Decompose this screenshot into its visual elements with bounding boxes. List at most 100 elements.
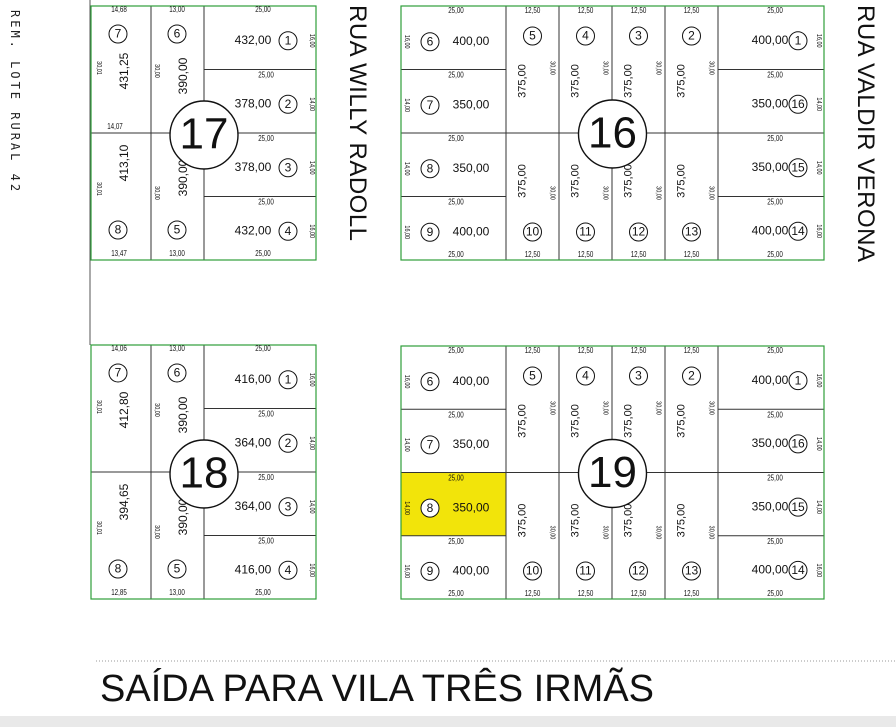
block-16-lot-side: 30,00 <box>548 61 556 75</box>
block-16-lot-side: 14,00 <box>815 97 823 111</box>
block-17-lot-side: 30,00 <box>153 186 161 200</box>
block-18-lot-area: 416,00 <box>235 372 272 386</box>
block-19-bottom-frontage: 25,00 <box>767 589 783 598</box>
block-19-lot-number: 11 <box>579 564 592 578</box>
rem-lote-rural-label: REM. LOTE RURAL 42 <box>8 10 22 195</box>
block-17-lot-number-circle <box>278 94 298 114</box>
block-18-lot-number-circle <box>108 363 128 383</box>
block-19-top-frontage: 25,00 <box>767 346 783 355</box>
block-16-lot-side: 30,00 <box>601 186 609 200</box>
block-16-lot-side: 30,00 <box>548 186 556 200</box>
block-18-lot-number-circle <box>278 560 298 580</box>
block-19-lot-area: 350,00 <box>453 500 490 514</box>
block-16-lot-area: 375,00 <box>622 164 634 198</box>
block-17-lot-area: 432,00 <box>235 223 272 237</box>
block-18-lot-number-circle <box>167 363 187 383</box>
block-19-lot-area: 350,00 <box>453 437 490 451</box>
block-16-lot-area: 375,00 <box>516 64 528 98</box>
block-19-lot-number: 6 <box>427 374 434 388</box>
block-16-lot-area: 400,00 <box>453 34 490 48</box>
block-16-lot-number: 4 <box>582 29 589 43</box>
block-17-top-frontage: 25,00 <box>255 5 271 14</box>
block-18-lot-area: 416,00 <box>235 562 272 576</box>
block-16-lot-number: 12 <box>632 225 646 239</box>
block-17-lot-number-circle <box>108 24 128 44</box>
block-19-lot-frontage: 25,00 <box>767 411 783 420</box>
block-16-lot-side: 30,00 <box>654 186 662 200</box>
block-16-lot-number-circle <box>788 221 808 241</box>
block-17-lot-number-circle <box>167 220 187 240</box>
block-16-lot-area: 350,00 <box>453 161 490 175</box>
block-16-bottom-frontage: 25,00 <box>767 250 783 259</box>
block-19-lot-side: 16,00 <box>815 374 823 388</box>
block-16-lot-number: 6 <box>427 34 434 48</box>
block-18-lot-number: 7 <box>115 366 122 380</box>
block-16-lot-number-circle <box>576 26 595 46</box>
block-19-lot-number: 16 <box>791 437 805 451</box>
block-19-lot-side: 14,00 <box>815 500 823 514</box>
block-19-bottom-frontage: 25,00 <box>448 589 464 598</box>
block-18-lot-number-circle <box>278 370 298 390</box>
block-17-lot-side: 16,00 <box>308 34 316 48</box>
block-16-lot-number-circle <box>420 95 440 115</box>
block-19-lot-side: 16,00 <box>403 375 411 389</box>
block-19-lot-side: 30,00 <box>654 401 662 415</box>
block-19-lot-area: 375,00 <box>622 504 634 538</box>
exit-label-vila-tres-irmas: SAÍDA PARA VILA TRÊS IRMÃS <box>100 668 655 710</box>
block-18-lot-area: 364,00 <box>235 499 272 513</box>
block-16-bottom-frontage: 12,50 <box>578 250 594 259</box>
block-18-lot-number-circle <box>278 433 298 453</box>
block-18-top-frontage: 14,06 <box>111 344 127 353</box>
block-16-top-frontage: 12,50 <box>631 6 647 15</box>
block-18-lot-number: 3 <box>285 499 292 513</box>
block-17-top-frontage: 14,68 <box>111 5 127 14</box>
block-16-lot-number-circle <box>788 31 808 51</box>
block-16-lot-number-circle <box>420 222 440 242</box>
block-18-lot-number: 6 <box>174 366 181 380</box>
block-16-border <box>400 5 825 261</box>
block-19-lot-number: 10 <box>526 564 540 578</box>
block-17-lot-number-circle <box>278 221 298 241</box>
block-19-lot-number: 15 <box>791 500 805 514</box>
block-16-lot-number-circle <box>629 222 648 242</box>
block-18-lot-area: 364,00 <box>235 435 272 449</box>
block-19-lot-number: 7 <box>427 438 434 452</box>
block-17-lot-frontage: 25,00 <box>258 71 274 80</box>
block-16-lot-area: 375,00 <box>675 64 687 98</box>
block-16-lot-frontage: 25,00 <box>767 71 783 80</box>
block-16-lot-number: 10 <box>526 225 540 239</box>
block-16-lot-number-circle <box>788 158 808 178</box>
block-19-lot-number-circle <box>629 366 648 386</box>
block-19-lot-number-circle <box>523 561 542 581</box>
block-18-lot-side: 30,01 <box>95 521 103 535</box>
block-19-border <box>400 345 825 600</box>
block-17-lot-area: 378,00 <box>235 96 272 110</box>
block-16-top-frontage: 12,50 <box>578 6 594 15</box>
block-16-lot-number-circle <box>523 26 542 46</box>
block-18-lot-number-circle <box>278 497 298 517</box>
block-19-block-number: 19 <box>588 448 637 497</box>
block-17-lot-number: 1 <box>285 33 292 47</box>
block-17-lot-side: 16,00 <box>308 224 316 238</box>
block-18-lot-frontage: 25,00 <box>258 473 274 482</box>
block-17-lot-side: 30,01 <box>95 182 103 196</box>
block-16-lot-side: 30,00 <box>707 186 715 200</box>
block-19-lot-area: 400,00 <box>453 374 490 388</box>
block-16-lot-area: 350,00 <box>453 97 490 111</box>
block-19-lot-number-circle <box>420 372 440 392</box>
block-19-top-frontage: 12,50 <box>631 346 647 355</box>
block-19-lot-side: 30,00 <box>548 526 556 540</box>
block-17-block-number-circle <box>169 100 239 170</box>
block-19-lot-area: 375,00 <box>516 404 528 438</box>
block-19-lot-side: 14,00 <box>403 501 411 515</box>
block-16-lot-side: 16,00 <box>403 35 411 49</box>
block-19-block-number-circle <box>577 438 648 509</box>
block-19-lot-side: 16,00 <box>403 565 411 579</box>
block-19-lot-number-circle <box>523 366 542 386</box>
block-18-lot-frontage: 25,00 <box>258 410 274 419</box>
block-19-lot-number-circle <box>788 560 808 580</box>
block-17-border <box>90 5 317 261</box>
block-18-lot-side: 30,01 <box>95 400 103 414</box>
block-17-lot-side: 30,00 <box>153 64 161 78</box>
